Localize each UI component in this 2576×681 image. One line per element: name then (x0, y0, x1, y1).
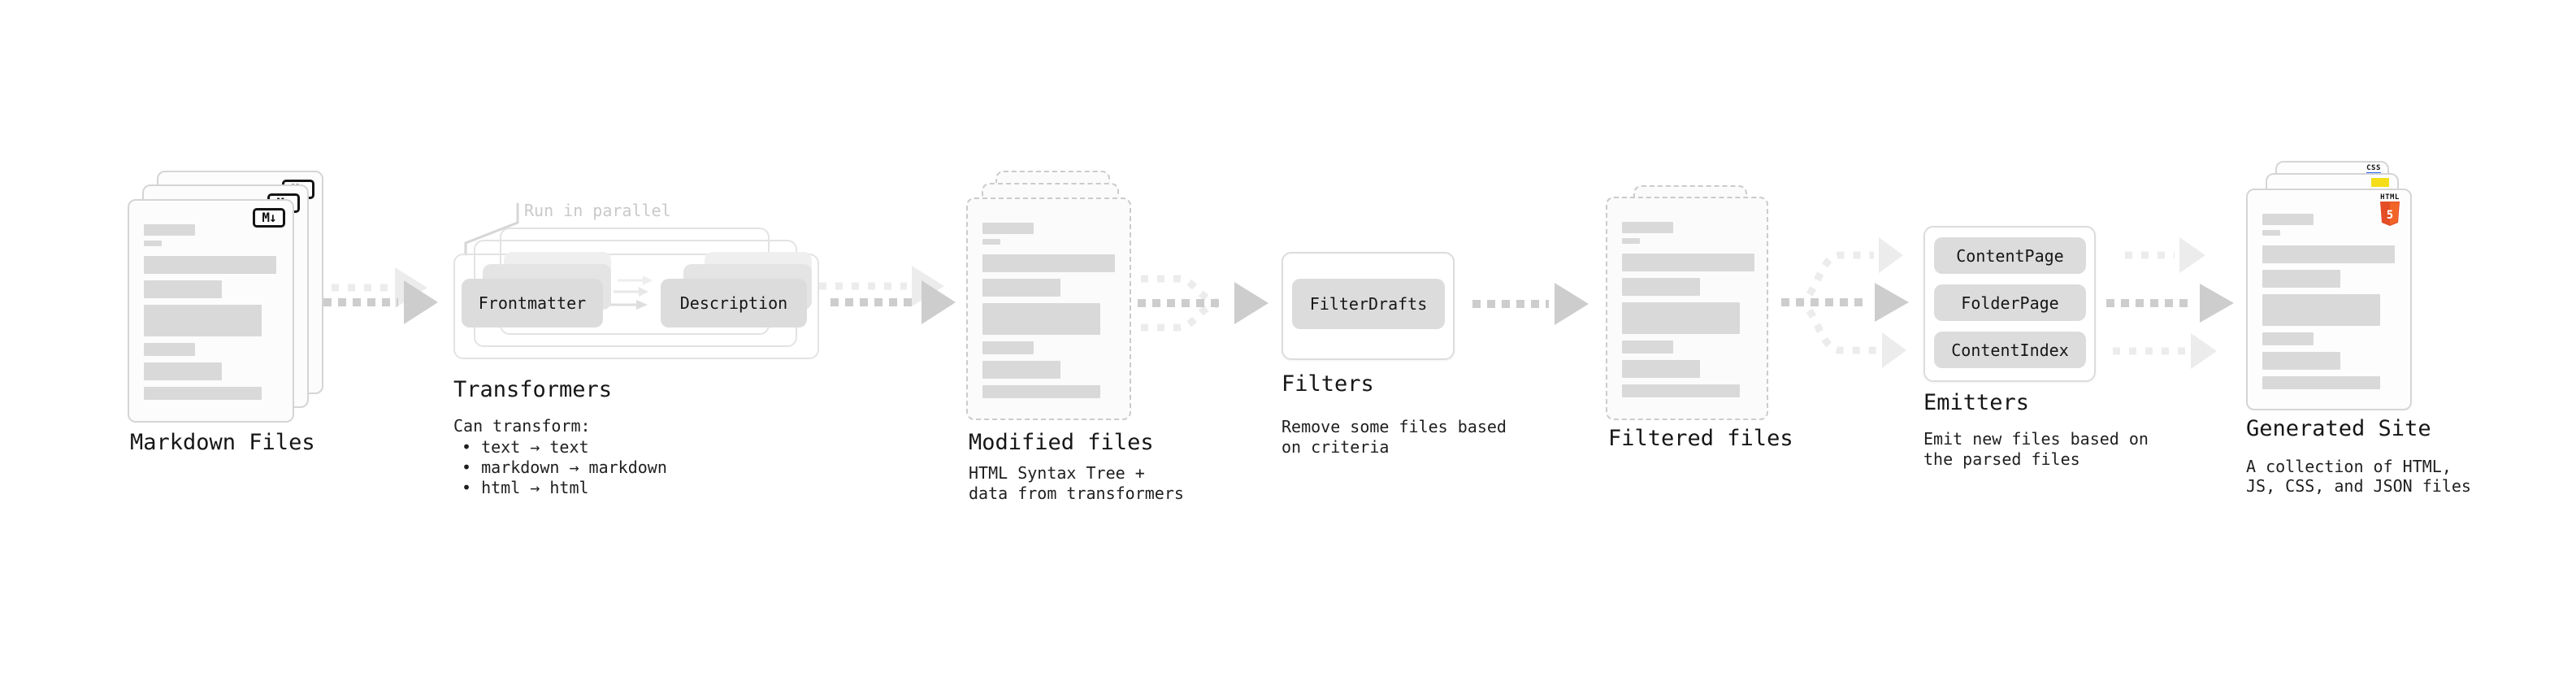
transformers-title: Transformers (453, 377, 613, 402)
filters-title: Filters (1281, 371, 1374, 397)
contentpage-chip: ContentPage (1934, 237, 2086, 274)
arrow-modified-to-filters (1138, 275, 1268, 332)
folderpage-chip: FolderPage (1934, 284, 2086, 321)
contentindex-chip: ContentIndex (1934, 332, 2086, 368)
markdown-icon: M↓ (253, 208, 285, 228)
emitters-title: Emitters (1923, 390, 2030, 415)
transform-item: • markdown → markdown (462, 458, 667, 477)
filtered-files-title: Filtered files (1608, 426, 1793, 451)
generated-site-title: Generated Site (2246, 416, 2431, 441)
parallel-run-arrows (609, 275, 653, 310)
filtered-file-card-front (1606, 197, 1768, 420)
modified-file-card-front (966, 197, 1131, 420)
note-leader-line (464, 202, 519, 256)
filterdrafts-chip: FilterDrafts (1292, 279, 1445, 329)
transformer-frame-front (453, 254, 819, 359)
markdown-file-card-front: M↓ (128, 199, 294, 423)
arrow-markdown-to-transformers (299, 267, 438, 324)
markdown-files-title: Markdown Files (130, 430, 315, 455)
generated-site-desc: A collection of HTML, JS, CSS, and JSON … (2246, 457, 2471, 496)
description-chip: Description (661, 279, 807, 327)
transformers-desc-heading: Can transform: (453, 416, 591, 436)
svg-text:5: 5 (2387, 209, 2393, 222)
modified-files-desc: HTML Syntax Tree + data from transformer… (969, 463, 1184, 503)
modified-files-title: Modified files (969, 430, 1154, 455)
frontmatter-chip: Frontmatter (462, 279, 603, 327)
doc-content-bars (2262, 214, 2395, 389)
filters-desc: Remove some files based on criteria (1281, 417, 1507, 457)
arrow-filters-to-filtered (1472, 283, 1589, 325)
transform-item: • text → text (462, 437, 589, 457)
doc-content-bars (1622, 222, 1754, 397)
arrow-transformers-to-modified (819, 266, 956, 324)
site-file-card-html: HTML 5 (2246, 189, 2412, 410)
javascript-icon (2371, 178, 2389, 187)
doc-content-bars (982, 223, 1115, 398)
arrow-filtered-to-emitters (1781, 237, 1909, 368)
doc-content-bars (144, 224, 276, 400)
html5-icon: HTML 5 (2379, 194, 2400, 226)
arrow-emitters-to-site (2106, 237, 2234, 369)
run-in-parallel-note: Run in parallel (524, 201, 671, 220)
transform-item: • html → html (462, 478, 589, 497)
emitters-desc: Emit new files based on the parsed files (1923, 429, 2149, 469)
